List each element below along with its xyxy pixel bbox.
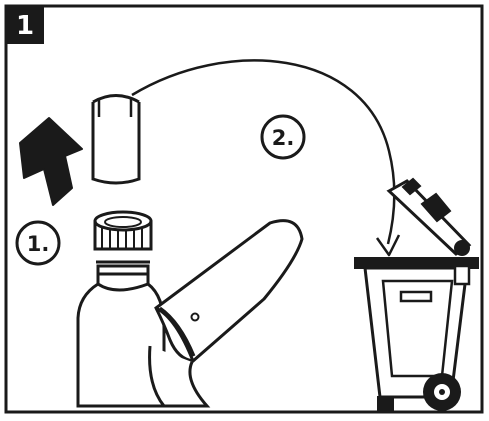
- bin-lid-band: [420, 192, 452, 223]
- hand-shape: [148, 219, 304, 408]
- up-arrow-icon: [19, 117, 83, 206]
- cap-sleeve-icon: [91, 94, 141, 185]
- bottle-shoulder: [97, 282, 149, 292]
- bin-lid-top: [354, 257, 479, 269]
- waste-bin-icon: [354, 177, 479, 411]
- bottle-body: [76, 264, 166, 408]
- hand-fold: [155, 306, 196, 362]
- bin-label-slot: [399, 290, 433, 303]
- callout-step-two: 2.: [260, 114, 306, 160]
- bin-wheel-hub: [439, 389, 445, 395]
- bin-lid-handle: [401, 177, 422, 196]
- bin-base: [377, 396, 394, 411]
- callout-label-two: 2.: [272, 126, 295, 150]
- callout-step-one: 1.: [15, 220, 61, 266]
- hand-lower: [148, 345, 211, 408]
- hand-knuckle: [190, 312, 200, 322]
- callout-label-one: 1.: [27, 232, 50, 256]
- hand-outline: [154, 219, 304, 363]
- disposal-arrow-path: [131, 59, 396, 245]
- callout-circle-two: [260, 114, 306, 160]
- disposal-arrow-head: [375, 234, 401, 257]
- bottle-thread-lines: [101, 222, 143, 249]
- bin-hinge: [454, 240, 470, 256]
- callout-circle-one: [15, 220, 61, 266]
- bottle-inner-ring: [104, 216, 142, 228]
- step-number: 1: [16, 11, 34, 41]
- bin-side-handle: [453, 264, 471, 286]
- step-badge: 1: [6, 6, 44, 44]
- panel-border: [4, 4, 484, 414]
- step-badge-box: [6, 6, 44, 44]
